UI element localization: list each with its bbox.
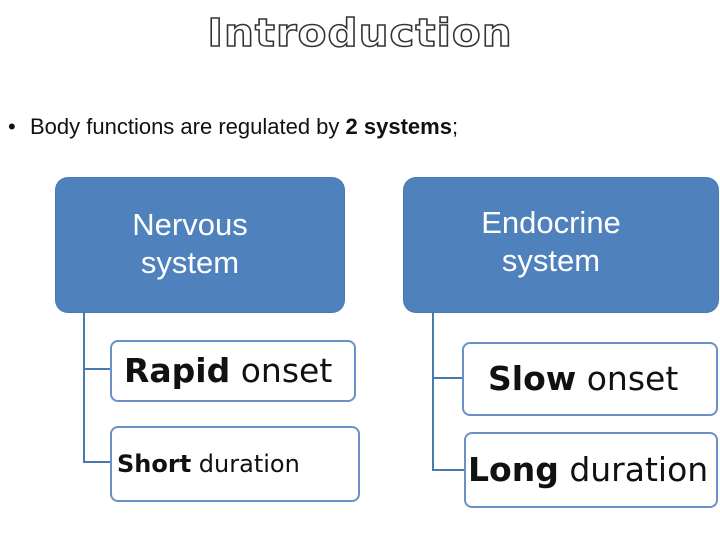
- bullet-text-suffix: ;: [451, 114, 459, 139]
- duration-label: duration: [558, 450, 709, 489]
- bullet-text-prefix: Body functions are regulated by: [30, 114, 346, 139]
- endocrine-long-duration-box: Long duration: [464, 432, 718, 508]
- bullet-marker: •: [8, 114, 16, 139]
- slow-label: Slow: [488, 359, 577, 398]
- nervous-system-label-line1: Nervous: [132, 207, 248, 242]
- long-label: Long: [468, 450, 559, 489]
- rapid-label: Rapid: [124, 351, 231, 390]
- nervous-rapid-onset-box: Rapid onset: [110, 340, 356, 402]
- connector-endocrine-long: [432, 378, 464, 471]
- intro-bullet: • Body functions are regulated by 2 syste…: [8, 114, 458, 140]
- slide-title: Introduction: [207, 9, 513, 56]
- short-label: Short: [117, 450, 192, 478]
- connector-endocrine-slow: [432, 312, 462, 379]
- endocrine-system-box: Endocrine system: [404, 178, 718, 312]
- duration-label: duration: [191, 450, 300, 478]
- connector-nervous-rapid: [83, 312, 110, 370]
- onset-label: onset: [230, 351, 333, 390]
- endocrine-system-label-line2: system: [501, 243, 601, 278]
- onset-label: onset: [576, 359, 679, 398]
- nervous-system-label-line2: system: [140, 245, 240, 280]
- nervous-short-duration-box: Short duration: [110, 426, 360, 502]
- nervous-system-box: Nervous system: [56, 178, 344, 312]
- endocrine-system-label-line1: Endocrine: [481, 205, 621, 240]
- endocrine-slow-onset-box: Slow onset: [462, 342, 718, 416]
- connector-nervous-short: [83, 369, 112, 463]
- bullet-text-emphasis: 2 systems: [345, 114, 452, 139]
